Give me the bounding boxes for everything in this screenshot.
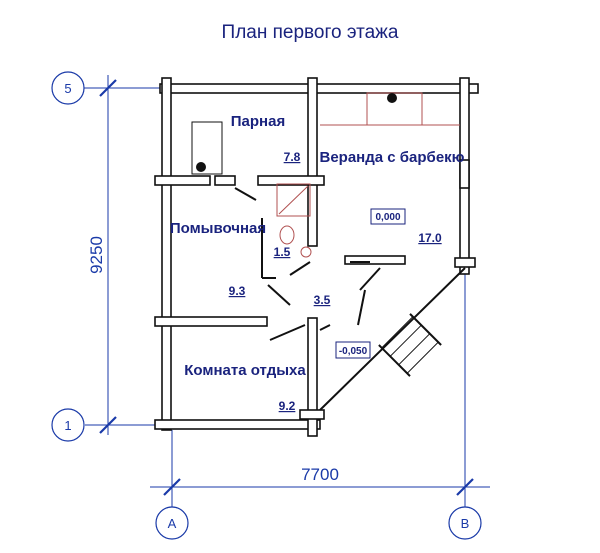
axis-marker-1: 1 <box>51 408 85 442</box>
room-name-pomyvochnaya: Помывочная <box>170 220 266 237</box>
dimension-lines <box>85 75 490 508</box>
room-area-veranda: 17.0 <box>418 231 442 245</box>
bathroom-area: 1.5 <box>274 245 291 259</box>
level-box-veranda <box>370 208 406 225</box>
axis-marker-b: B <box>448 506 482 540</box>
height-dimension: 9250 <box>87 236 106 274</box>
width-dimension: 7700 <box>301 465 339 484</box>
room-name-parnaya: Парная <box>231 113 285 130</box>
hall-area: 3.5 <box>314 293 331 307</box>
plan-title: План первого этажа <box>222 22 399 43</box>
axis-marker-a: A <box>155 506 189 540</box>
axis-marker-5: 5 <box>51 71 90 105</box>
room-name-veranda: Веранда с барбекю <box>320 149 465 166</box>
svg-text:A: A <box>168 516 177 531</box>
svg-text:B: B <box>461 516 470 531</box>
room-area-parnaya: 7.8 <box>284 150 301 164</box>
level-porch: -0,050 <box>339 346 368 357</box>
level-veranda: 0,000 <box>375 212 400 223</box>
level-box-porch <box>335 341 371 359</box>
svg-text:1: 1 <box>64 418 71 433</box>
svg-text:5: 5 <box>64 81 71 96</box>
walls <box>154 77 479 437</box>
room-name-komnata-otdykha: Комната отдыха <box>184 362 306 379</box>
room-area-pomyvochnaya: 9.3 <box>229 284 246 298</box>
room-area-komnata-otdykha: 9.2 <box>279 399 296 413</box>
